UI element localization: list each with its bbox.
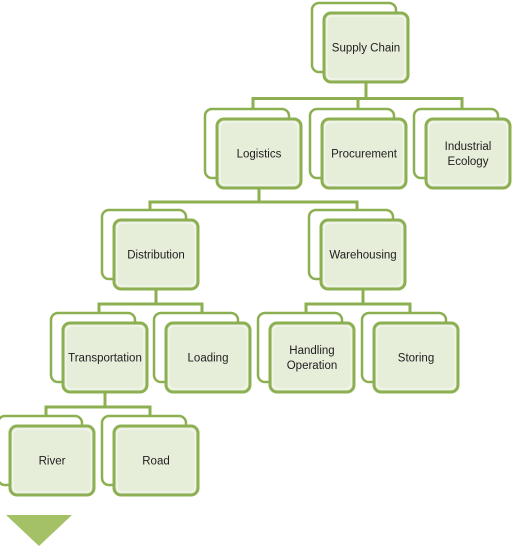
node-label-line: Distribution <box>127 250 185 262</box>
node-label-road: Road <box>142 456 170 468</box>
node-label-distribution: Distribution <box>127 250 185 262</box>
connector-logistics-to-distribution <box>148 188 261 212</box>
node-label-line: Operation <box>287 360 338 372</box>
connectors <box>44 82 464 418</box>
node-box <box>320 117 408 190</box>
node-transportation: Transportation <box>49 311 149 394</box>
node-label-procurement: Procurement <box>331 149 398 161</box>
node-box <box>424 117 512 190</box>
node-box-highlight <box>428 121 508 186</box>
node-box-highlight <box>12 428 92 493</box>
connector-distribution-to-loading <box>154 289 204 315</box>
node-box <box>112 218 200 291</box>
connector-supply-chain-to-logistics <box>251 82 368 111</box>
node-label-transportation: Transportation <box>68 353 142 365</box>
node-box-highlight <box>376 325 456 390</box>
node-box <box>112 424 200 497</box>
connector-transportation-to-road <box>103 392 152 418</box>
node-label-storing: Storing <box>398 353 434 365</box>
node-label-river: River <box>39 456 66 468</box>
node-label-line: Road <box>142 456 170 468</box>
node-label-supply-chain: Supply Chain <box>332 43 400 55</box>
connector-logistics-to-warehousing <box>257 188 359 212</box>
node-box <box>164 321 252 394</box>
node-distribution: Distribution <box>100 208 200 291</box>
connector-warehousing-to-storing <box>361 289 412 315</box>
node-logistics: Logistics <box>203 107 303 190</box>
node-box <box>268 321 356 394</box>
node-label-line: Storing <box>398 353 434 365</box>
node-box-highlight <box>65 325 145 390</box>
node-storing: Storing <box>360 311 460 394</box>
node-warehousing: Warehousing <box>307 208 407 291</box>
node-box <box>215 117 303 190</box>
triangle-down-icon <box>6 515 72 546</box>
node-label-line: Supply Chain <box>332 43 400 55</box>
node-box <box>319 218 407 291</box>
node-label-line: Industrial <box>445 141 492 153</box>
connector-supply-chain-to-industrial-ecology <box>364 82 464 111</box>
node-box <box>372 321 460 394</box>
node-box <box>8 424 96 497</box>
node-river: River <box>0 414 96 497</box>
node-label-line: Ecology <box>448 156 489 168</box>
node-label-line: Procurement <box>331 149 398 161</box>
node-box <box>322 11 410 84</box>
node-loading: Loading <box>152 311 252 394</box>
node-box-highlight <box>116 428 196 493</box>
node-box-highlight <box>323 222 403 287</box>
node-label-line: Loading <box>188 353 229 365</box>
node-label-line: Warehousing <box>329 250 396 262</box>
node-label-line: Handling <box>289 345 334 357</box>
node-label-loading: Loading <box>188 353 229 365</box>
node-box <box>61 321 149 394</box>
node-label-line: River <box>39 456 66 468</box>
node-road: Road <box>100 414 200 497</box>
connector-distribution-to-transportation <box>97 289 158 315</box>
node-label-line: Transportation <box>68 353 142 365</box>
node-label-line: Logistics <box>237 149 282 161</box>
node-box-highlight <box>219 121 299 186</box>
node-supply-chain: Supply Chain <box>310 1 410 84</box>
node-label-logistics: Logistics <box>237 149 282 161</box>
node-box-highlight <box>326 15 406 80</box>
node-box-highlight <box>116 222 196 287</box>
node-box-highlight <box>324 121 404 186</box>
connector-warehousing-to-handling-operation <box>304 289 365 315</box>
node-procurement: Procurement <box>308 107 408 190</box>
node-box-highlight <box>272 325 352 390</box>
node-label-warehousing: Warehousing <box>329 250 396 262</box>
node-box-highlight <box>168 325 248 390</box>
connector-transportation-to-river <box>44 392 107 418</box>
